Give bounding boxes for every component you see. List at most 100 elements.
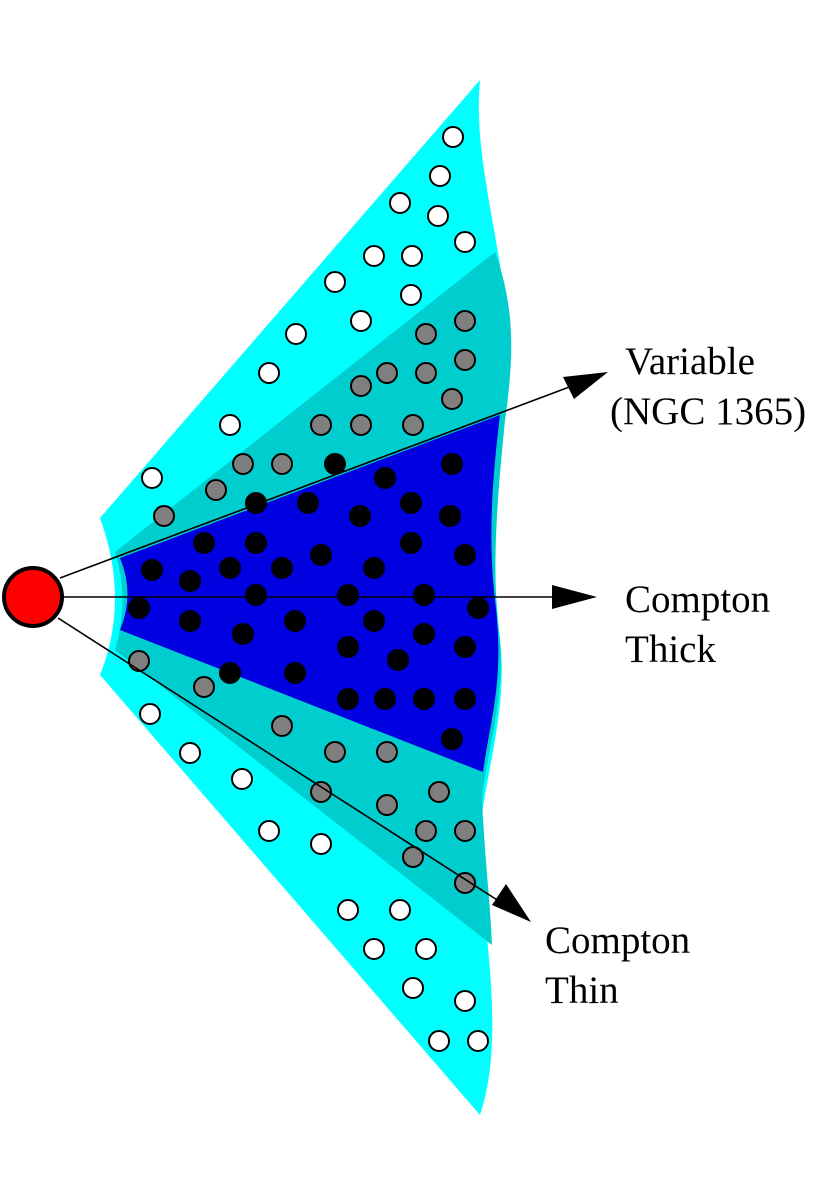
- thin-cloud: [141, 467, 163, 489]
- thin-cloud: [415, 938, 437, 960]
- thin-cloud: [350, 310, 372, 332]
- intermediate-cloud: [454, 820, 476, 842]
- intermediate-cloud: [205, 479, 227, 501]
- thick-cloud: [284, 662, 306, 684]
- thin-cloud: [363, 938, 385, 960]
- intermediate-cloud: [271, 453, 293, 475]
- thin-cloud: [389, 192, 411, 214]
- thin-cloud: [454, 990, 476, 1012]
- variable-label-line2: (NGC 1365): [610, 390, 806, 433]
- thin-label-line2: Thin: [545, 969, 619, 1012]
- thick-cloud: [179, 610, 201, 632]
- thick-cloud: [337, 584, 359, 606]
- thick-cloud: [310, 544, 332, 566]
- thick-cloud: [232, 623, 254, 645]
- thin-sightline: [57, 617, 506, 906]
- intermediate-cloud: [415, 820, 437, 842]
- thick-cloud: [245, 584, 267, 606]
- thick-cloud: [297, 492, 319, 514]
- thick-cloud: [349, 505, 371, 527]
- thin-cloud: [310, 833, 332, 855]
- thick-cloud: [413, 584, 435, 606]
- intermediate-cloud: [310, 414, 332, 436]
- thick-cloud: [363, 610, 385, 632]
- thick-cloud: [454, 544, 476, 566]
- thin-cloud: [363, 245, 385, 267]
- thick-cloud: [128, 597, 150, 619]
- thin-cloud: [258, 362, 280, 384]
- thin-cloud: [467, 1030, 489, 1052]
- thick-cloud: [454, 688, 476, 710]
- intermediate-cloud: [415, 362, 437, 384]
- intermediate-cloud: [271, 715, 293, 737]
- thick-cloud: [413, 688, 435, 710]
- thin-cloud: [402, 977, 424, 999]
- thick-cloud: [454, 636, 476, 658]
- intermediate-cloud: [454, 349, 476, 371]
- thick-cloud: [441, 453, 463, 475]
- intermediate-cloud: [428, 781, 450, 803]
- central-source: [2, 566, 64, 628]
- thick-cloud: [439, 505, 461, 527]
- sight-lines: [57, 372, 608, 922]
- intermediate-cloud: [441, 388, 463, 410]
- thick-cloud: [363, 557, 385, 579]
- intermediate-cloud: [350, 414, 372, 436]
- thick-cloud: [387, 649, 409, 671]
- thin-label-line1: Compton: [545, 919, 690, 962]
- thick-cloud: [219, 662, 241, 684]
- intermediate-cloud: [193, 676, 215, 698]
- intermediate-cloud: [310, 781, 332, 803]
- thick-cloud: [337, 636, 359, 658]
- intermediate-cloud: [153, 505, 175, 527]
- thin-cloud: [139, 703, 161, 725]
- variable-label-line1: Variable: [625, 340, 755, 383]
- thin-cloud: [219, 414, 241, 436]
- thick-label-line2: Thick: [625, 628, 716, 671]
- thick-cloud: [271, 557, 293, 579]
- intermediate-cloud: [324, 741, 346, 763]
- thick-cloud: [374, 688, 396, 710]
- thick-cloud: [141, 559, 163, 581]
- intermediate-cloud: [415, 323, 437, 345]
- thin-cloud: [428, 1030, 450, 1052]
- thin-arrowhead: [492, 884, 531, 922]
- intermediate-cloud: [376, 362, 398, 384]
- thick-label-line1: Compton: [625, 578, 770, 621]
- thick-arrowhead: [552, 585, 597, 609]
- thick-cloud: [400, 492, 422, 514]
- thick-cloud: [441, 728, 463, 750]
- intermediate-cloud: [402, 846, 424, 868]
- thick-cloud: [374, 467, 396, 489]
- thin-cloud: [442, 126, 464, 148]
- thick-cloud: [193, 532, 215, 554]
- intermediate-cloud: [454, 310, 476, 332]
- variable-arrowhead: [563, 372, 608, 399]
- intermediate-cloud: [376, 741, 398, 763]
- intermediate-cloud: [376, 794, 398, 816]
- thick-cloud: [324, 453, 346, 475]
- thick-cloud: [467, 597, 489, 619]
- thin-cloud: [454, 231, 476, 253]
- intermediate-cloud: [128, 650, 150, 672]
- thin-cloud: [427, 205, 449, 227]
- thin-cloud: [337, 899, 359, 921]
- thin-cloud: [400, 284, 422, 306]
- variable-sightline: [59, 382, 581, 579]
- intermediate-cloud: [350, 375, 372, 397]
- thick-cloud: [245, 492, 267, 514]
- thin-cloud: [324, 271, 346, 293]
- thin-cloud: [258, 820, 280, 842]
- thin-cloud: [231, 768, 253, 790]
- thick-cloud: [219, 557, 241, 579]
- thick-cloud: [245, 532, 267, 554]
- thick-cloud: [400, 532, 422, 554]
- thin-cloud: [401, 245, 423, 267]
- thin-cloud: [389, 899, 411, 921]
- intermediate-cloud: [402, 414, 424, 436]
- thin-cloud: [179, 742, 201, 764]
- intermediate-cloud: [454, 872, 476, 894]
- thick-cloud: [413, 623, 435, 645]
- thin-cloud: [285, 323, 307, 345]
